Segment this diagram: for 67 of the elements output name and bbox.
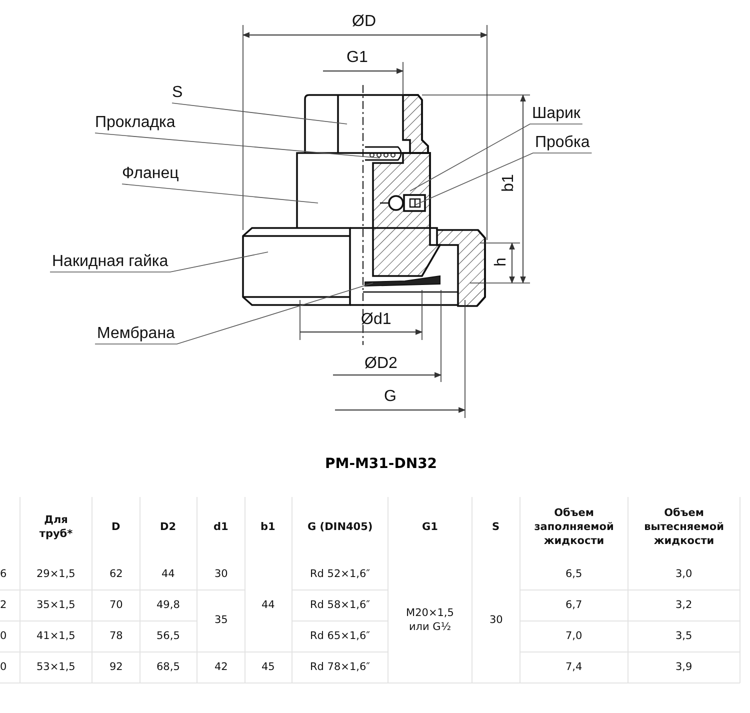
part-label: Фланец: [122, 163, 179, 184]
table-header: d1: [214, 520, 228, 534]
table-header: S: [492, 520, 500, 534]
leader-line: [122, 184, 318, 204]
part-label: Прокладка: [95, 112, 176, 133]
table-value: 0: [0, 629, 7, 643]
leader-line: [94, 282, 374, 344]
table-value: M20×1,5 или G½: [405, 606, 455, 634]
table-value: 6,5: [566, 567, 582, 581]
table-value: 68,5: [156, 660, 180, 674]
table-header: b1: [260, 520, 276, 534]
table-value: 30: [490, 613, 503, 627]
table-value: Rd 58×1,6″: [310, 598, 370, 612]
table-value: 70: [110, 598, 123, 612]
diagram-title: PM-M31-DN32: [325, 456, 438, 472]
table-value: 53×1,5: [36, 660, 76, 674]
leader-line: [414, 152, 592, 206]
table-value: 29×1,5: [36, 567, 76, 581]
table-value: 3,0: [676, 567, 692, 581]
table-value: 35×1,5: [36, 598, 76, 612]
dimension-label: b1: [500, 174, 518, 192]
table-value: 62: [110, 567, 123, 581]
table-value: 44: [262, 598, 275, 612]
dimension-label: G1: [346, 49, 368, 67]
dimension-label: ØD: [352, 13, 376, 31]
table-header: Объем заполняемой жидкости: [533, 506, 615, 548]
table-header: D: [112, 520, 120, 534]
leader-line: [50, 252, 268, 272]
table-value: 3,2: [676, 598, 692, 612]
table-value: 92: [110, 660, 123, 674]
dimension-label: ØD2: [364, 355, 398, 373]
dimension-label: G: [384, 388, 396, 406]
table-value: 45: [262, 660, 275, 674]
part-label: Пробка: [535, 132, 590, 153]
part-label: Шарик: [532, 103, 580, 124]
table-value: 6,7: [566, 598, 582, 612]
table-value: 0: [0, 660, 7, 674]
table-header: D2: [160, 520, 176, 534]
table-header: G1: [422, 520, 438, 534]
table-value: 42: [214, 660, 228, 674]
table-value: 2: [0, 598, 7, 612]
table-value: Rd 78×1,6″: [310, 660, 370, 674]
table-value: 7,0: [566, 629, 582, 643]
table-value: 78: [110, 629, 123, 643]
table-value: Rd 52×1,6″: [310, 567, 370, 581]
table-value: 35: [214, 613, 228, 627]
table-value: 7,4: [566, 660, 582, 674]
table-header: Объем вытесняемой жидкости: [643, 506, 725, 548]
table-header: Для труб*: [38, 513, 74, 541]
dimension-label: Ød1: [361, 311, 392, 329]
table-value: 3,5: [676, 629, 692, 643]
table-value: Rd 65×1,6″: [310, 629, 370, 643]
part-label: Мембрана: [97, 323, 175, 344]
part-label: S: [172, 82, 183, 103]
table-value: 49,8: [156, 598, 180, 612]
table-value: 41×1,5: [36, 629, 76, 643]
leader-line: [94, 132, 380, 158]
table-value: 44: [162, 567, 175, 581]
table-value: 56,5: [156, 629, 180, 643]
table-value: 30: [214, 567, 228, 581]
table-header: G (DIN405): [308, 520, 373, 534]
table-value: 3,9: [676, 660, 692, 674]
leader-line: [410, 124, 583, 192]
dimension-label: h: [492, 258, 510, 266]
part-label: Накидная гайка: [52, 251, 168, 272]
leader-line: [172, 102, 348, 124]
table-value: 6: [0, 567, 7, 581]
